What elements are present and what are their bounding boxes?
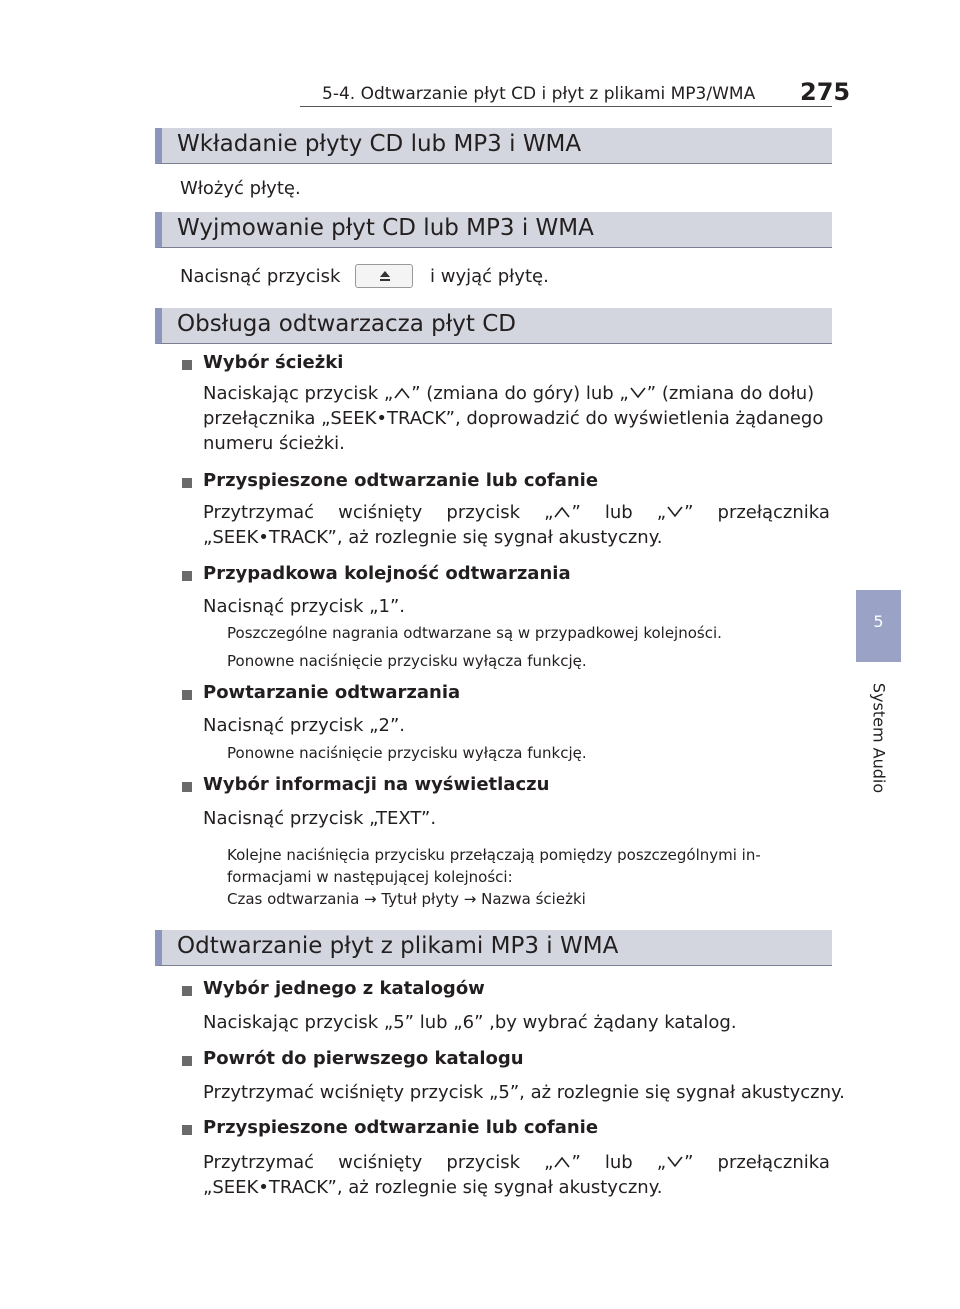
text-fragment: ” — [684, 1152, 694, 1173]
word: lub — [604, 1152, 633, 1173]
square-bullet-icon — [182, 571, 192, 581]
eject-button-image — [355, 264, 413, 288]
arrow-right-icon: → — [364, 890, 377, 908]
subsection-heading: Wybór informacji na wyświetlaczu — [203, 774, 550, 795]
note-line: Kolejne naciśnięcia przycisku przełączaj… — [227, 846, 761, 864]
section-title: Obsługa odtwarzacza płyt CD — [177, 311, 516, 337]
section-title: Odtwarzanie płyt z plikami MP3 i WMA — [177, 933, 619, 959]
square-bullet-icon — [182, 782, 192, 792]
subsection-heading: Przypadkowa kolejność odtwarzania — [203, 563, 571, 584]
page-number: 275 — [800, 78, 851, 106]
paragraph-line-justified: Przytrzymać wciśnięty przycisk „” lub „”… — [203, 500, 830, 525]
section-title: Wkładanie płyty CD lub MP3 i WMA — [177, 131, 582, 157]
note-line: Poszczególne nagrania odtwarzane są w pr… — [227, 624, 722, 642]
word: przycisk — [446, 502, 521, 523]
paragraph-line: Nacisnąć przycisk „TEXT”. — [203, 808, 437, 829]
text-fragment: ” (zmiana do góry) lub „ — [411, 383, 629, 404]
chapter-number: 5 — [873, 612, 884, 631]
chapter-label: System Audio — [869, 682, 889, 794]
header-rule — [300, 106, 832, 107]
note-line-sequence: Czas odtwarzania → Tytuł płyty → Nazwa ś… — [227, 889, 586, 910]
subsection-heading: Powtarzanie odtwarzania — [203, 682, 461, 703]
section-heading-cd-player: Obsługa odtwarzacza płyt CD — [155, 308, 832, 344]
word-group: „” — [657, 1150, 694, 1175]
paragraph-line: przełącznika „SEEK•TRACK”, doprowadzić d… — [203, 408, 824, 429]
note-line: Ponowne naciśnięcie przycisku wyłącza fu… — [227, 652, 587, 670]
eject-icon — [380, 271, 390, 277]
chevron-up-icon — [554, 1156, 571, 1168]
text-fragment: „ — [656, 502, 667, 523]
word: wciśnięty — [338, 1152, 423, 1173]
chevron-down-icon — [667, 506, 683, 518]
word: Przytrzymać — [203, 502, 315, 523]
paragraph: Włożyć płytę. — [180, 178, 301, 199]
word: przełącznika — [717, 502, 830, 523]
text-fragment: ” — [571, 502, 581, 523]
subsection-heading: Przyspieszone odtwarzanie lub cofanie — [203, 1117, 599, 1138]
word-group: „” — [657, 500, 694, 525]
section-title: Wyjmowanie płyt CD lub MP3 i WMA — [177, 215, 594, 241]
text-fragment: Czas odtwarzania — [227, 890, 360, 908]
section-heading-inserting: Wkładanie płyty CD lub MP3 i WMA — [155, 128, 832, 164]
paragraph-line: Nacisnąć przycisk „1”. — [203, 596, 405, 617]
note-line: formacjami w następującej kolejności: — [227, 868, 513, 886]
paragraph-line-justified: Przytrzymać wciśnięty przycisk „” lub „”… — [203, 1150, 830, 1175]
word: wciśnięty — [338, 502, 423, 523]
paragraph-after-button: i wyjąć płytę. — [430, 266, 549, 287]
paragraph-before-button: Nacisnąć przycisk — [180, 266, 341, 287]
text-fragment: ” (zmiana do dołu) — [646, 383, 815, 404]
square-bullet-icon — [182, 478, 192, 488]
paragraph-line: Naciskając przycisk „5” lub „6” ,by wybr… — [203, 1012, 737, 1033]
word: lub — [604, 502, 633, 523]
word-group: „” — [544, 1150, 581, 1175]
arrow-right-icon: → — [463, 890, 477, 908]
square-bullet-icon — [182, 690, 192, 700]
subsection-heading: Wybór jednego z katalogów — [203, 978, 485, 999]
square-bullet-icon — [182, 360, 192, 370]
word: przycisk — [446, 1152, 521, 1173]
word-group: „” — [544, 500, 581, 525]
word: przełącznika — [717, 1152, 830, 1173]
chevron-down-icon — [630, 387, 646, 399]
eject-icon-bar — [380, 279, 390, 281]
paragraph-line: numeru ścieżki. — [203, 433, 345, 454]
running-header: 5-4. Odtwarzanie płyt CD i płyt z plikam… — [322, 84, 756, 104]
square-bullet-icon — [182, 986, 192, 996]
section-heading-ejecting: Wyjmowanie płyt CD lub MP3 i WMA — [155, 212, 832, 248]
square-bullet-icon — [182, 1056, 192, 1066]
subsection-heading: Wybór ścieżki — [203, 352, 344, 373]
section-heading-mp3-wma: Odtwarzanie płyt z plikami MP3 i WMA — [155, 930, 832, 966]
paragraph-line: Nacisnąć przycisk „2”. — [203, 715, 405, 736]
text-fragment: „ — [544, 502, 554, 523]
word: Przytrzymać — [203, 1152, 315, 1173]
text-fragment: Naciskając przycisk „ — [203, 383, 394, 404]
chevron-down-icon — [667, 1156, 683, 1168]
text-fragment: „ — [656, 1152, 667, 1173]
chevron-up-icon — [554, 506, 571, 518]
subsection-heading: Powrót do pierwszego katalogu — [203, 1048, 524, 1069]
chapter-tab — [856, 590, 901, 662]
paragraph-line: Przytrzymać wciśnięty przycisk „5”, aż r… — [203, 1082, 845, 1103]
note-line: Ponowne naciśnięcie przycisku wyłącza fu… — [227, 744, 587, 762]
paragraph-line: „SEEK•TRACK”, aż rozlegnie się sygnał ak… — [203, 1177, 663, 1198]
text-fragment: Tytuł płyty — [381, 890, 459, 908]
paragraph-line: „SEEK•TRACK”, aż rozlegnie się sygnał ak… — [203, 527, 663, 548]
chevron-up-icon — [394, 387, 410, 399]
text-fragment: „ — [544, 1152, 554, 1173]
text-fragment: ” — [684, 502, 694, 523]
square-bullet-icon — [182, 1125, 192, 1135]
text-fragment: Nazwa ścieżki — [481, 890, 586, 908]
paragraph-line: Naciskając przycisk „ ” (zmiana do góry) … — [203, 381, 814, 406]
subsection-heading: Przyspieszone odtwarzanie lub cofanie — [203, 470, 599, 491]
text-fragment: ” — [571, 1152, 581, 1173]
